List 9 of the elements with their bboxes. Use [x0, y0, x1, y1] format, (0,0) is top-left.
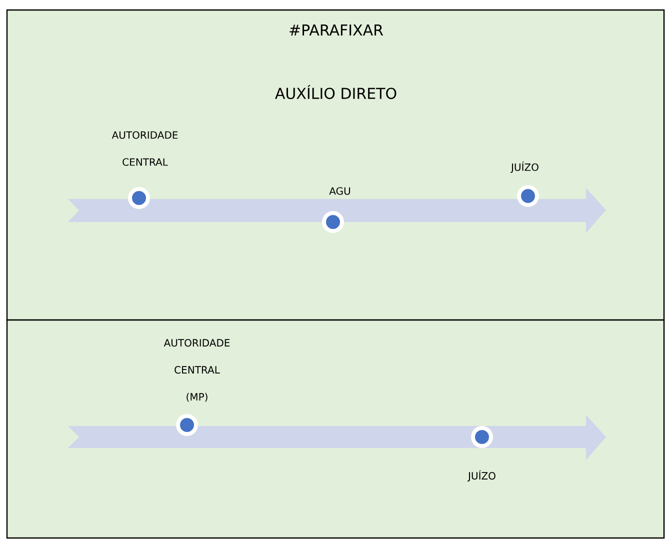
- point-label: AUTORIDADE CENTRAL (MP): [164, 339, 230, 402]
- panel: [6, 9, 665, 321]
- title: #PARAFIXAR: [290, 24, 384, 36]
- panel: [6, 319, 665, 539]
- point-label: AUTORIDADE CENTRAL: [112, 131, 178, 166]
- point-label: JUÍZO: [510, 162, 538, 173]
- heading: AUXÍLIO DIRETO: [275, 84, 396, 100]
- point-label: AGU: [329, 187, 350, 195]
- point-label: JUÍZO: [468, 470, 496, 482]
